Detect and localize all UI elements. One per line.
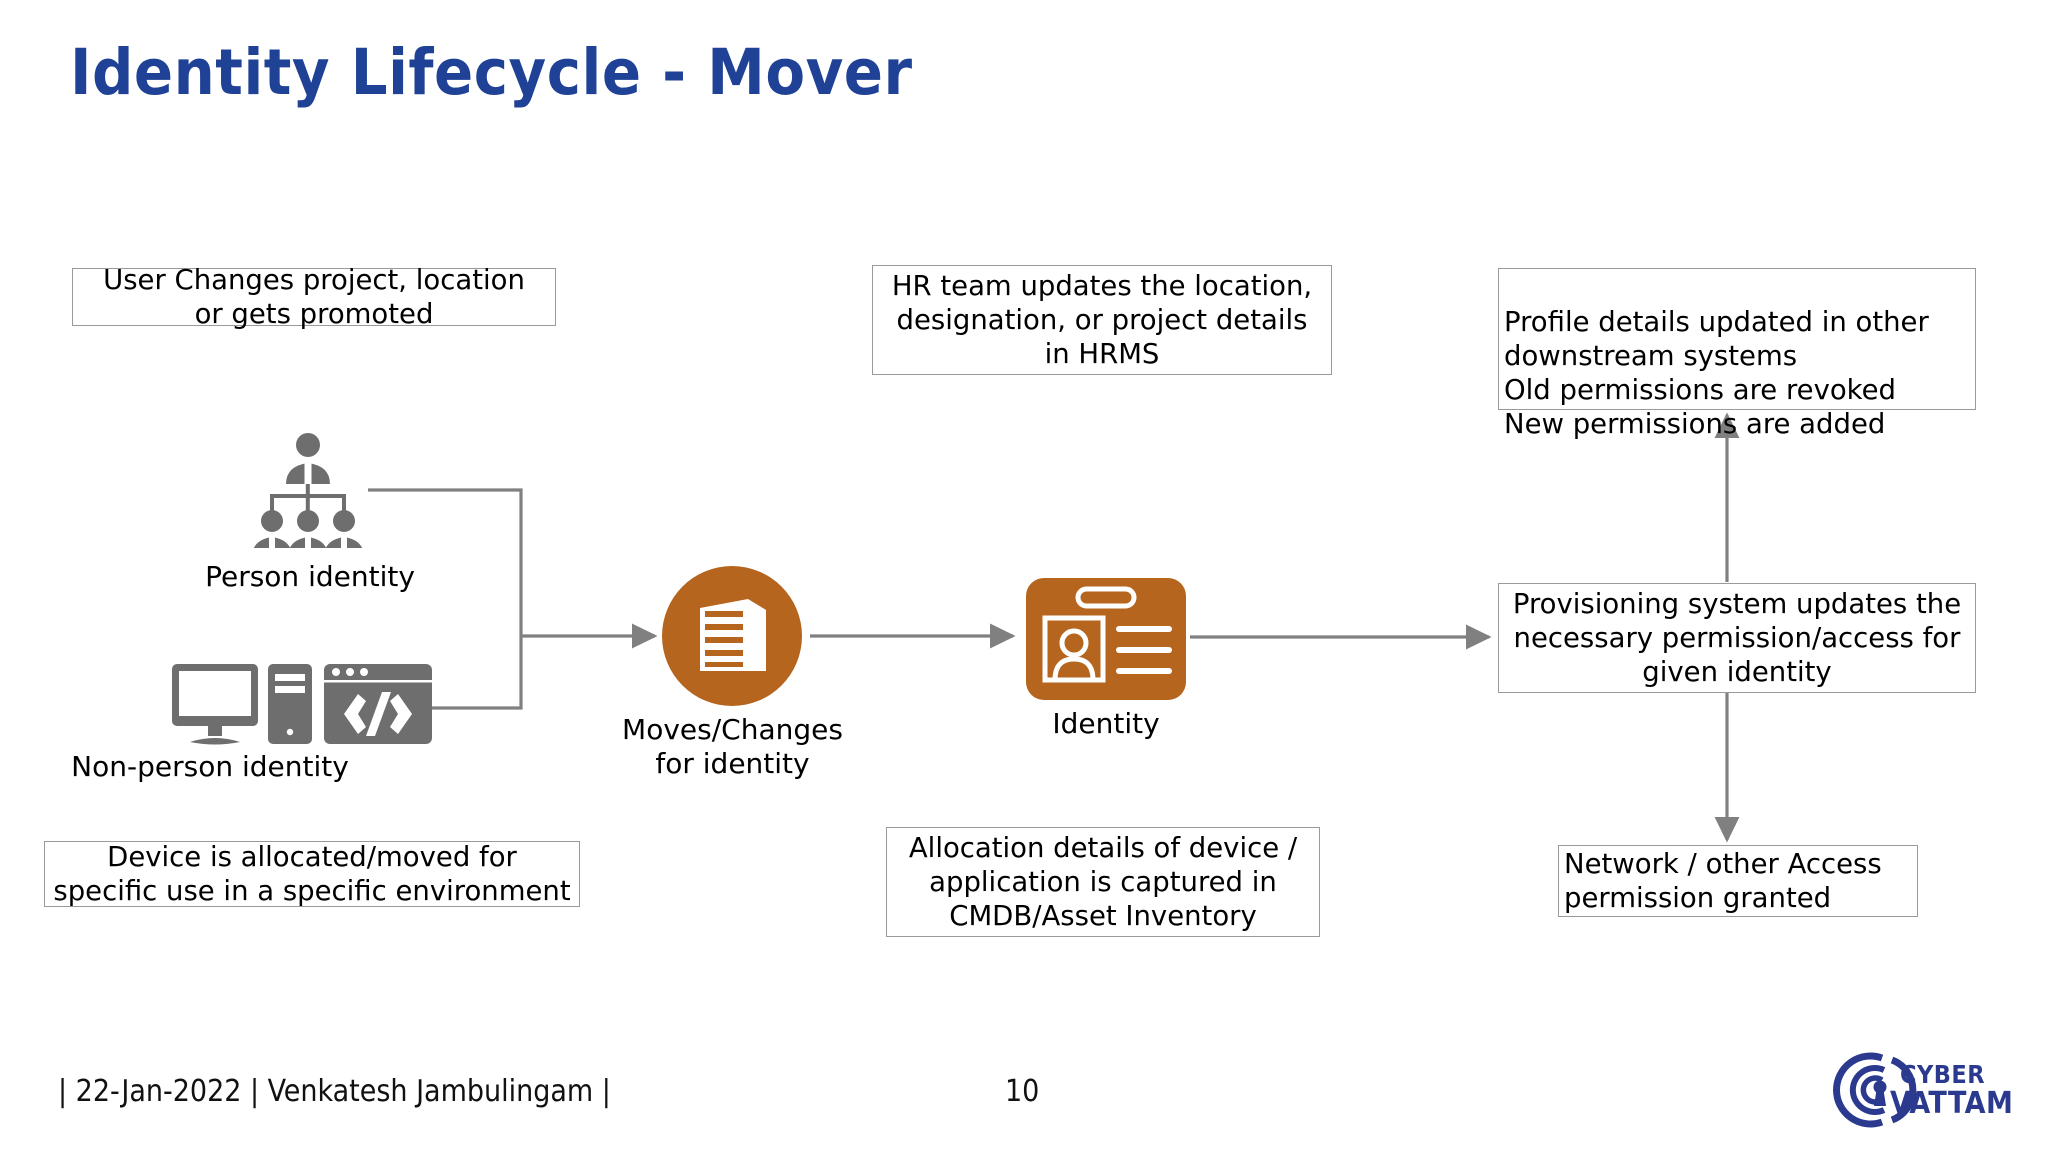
callout-allocation-details-text: Allocation details of device / applicati… (908, 832, 1298, 932)
logo-text-line1: CYBER (1900, 1060, 1986, 1089)
callout-network-access: Network / other Access permission grante… (1558, 845, 1918, 917)
callout-hr-updates: HR team updates the location, designatio… (872, 265, 1332, 375)
callout-device-allocated: Device is allocated/moved for specific u… (44, 841, 580, 907)
org-chart-people-icon (243, 432, 373, 557)
callout-user-changes: User Changes project, location or gets p… (72, 264, 556, 330)
callout-hr-updates-text: HR team updates the location, designatio… (891, 270, 1313, 370)
callout-user-changes-text: User Changes project, location or gets p… (103, 264, 525, 330)
identity-label: Identity (1052, 707, 1160, 740)
cyber-vattam-logo: CYBER VATTAM (1824, 1046, 2024, 1134)
callout-allocation-details: Allocation details of device / applicati… (886, 827, 1320, 937)
page-title: Identity Lifecycle - Mover (70, 36, 913, 109)
connector-person-to-moves (368, 488, 523, 636)
slide-number: 10 (1005, 1074, 1040, 1109)
moves-changes-label: Moves/Changes for identity (622, 713, 843, 780)
callout-provisioning: Provisioning system updates the necessar… (1498, 583, 1976, 693)
footer-credit: | 22-Jan-2022 | Venkatesh Jambulingam | (58, 1074, 611, 1109)
logo-text-line2: VATTAM (1890, 1086, 2014, 1121)
id-badge-icon (1026, 578, 1186, 700)
callout-provisioning-text: Provisioning system updates the necessar… (1512, 588, 1962, 688)
callout-network-access-text: Network / other Access permission grante… (1564, 848, 1882, 914)
callout-device-allocated-text: Device is allocated/moved for specific u… (53, 841, 571, 907)
callout-profile-updated: Profile details updated in other downstr… (1498, 268, 1976, 440)
desktop-server-code-window-icon (172, 662, 432, 754)
callout-profile-updated-text: Profile details updated in other downstr… (1504, 306, 1929, 440)
non-person-identity-label: Non-person identity (71, 750, 349, 783)
person-identity-label: Person identity (205, 560, 415, 593)
office-building-circle-icon (662, 566, 802, 706)
connector-nonperson-to-moves (426, 636, 523, 710)
